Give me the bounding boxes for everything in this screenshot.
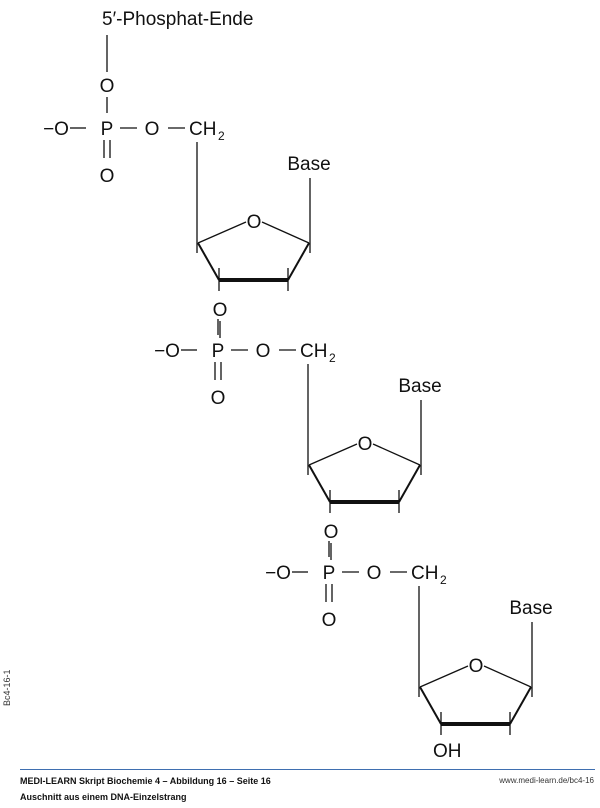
bond bbox=[509, 686, 532, 725]
side-label: Bc4-16-1 bbox=[2, 669, 12, 706]
ring-oxygen: O bbox=[358, 434, 373, 455]
phosphate-o-minus: −O bbox=[43, 119, 69, 140]
bond bbox=[308, 443, 358, 466]
bond bbox=[287, 242, 310, 281]
base-label: Base bbox=[287, 154, 330, 175]
ch2-subscript: 2 bbox=[329, 351, 336, 365]
bond bbox=[483, 665, 532, 688]
ch2-group: CH bbox=[411, 563, 438, 584]
ring-oxygen: O bbox=[469, 656, 484, 677]
phosphate-o-minus: −O bbox=[265, 563, 291, 584]
phosphate-ester-oxygen: O bbox=[145, 119, 160, 140]
phosphate-oxygen-bottom: O bbox=[322, 610, 337, 631]
phosphate-o-minus: −O bbox=[154, 341, 180, 362]
linking-oxygen: O bbox=[324, 522, 339, 543]
bond bbox=[308, 464, 331, 503]
terminal-oh-label: OH bbox=[433, 741, 462, 762]
phosphate-oxygen-bottom: O bbox=[100, 166, 115, 187]
ch2-group: CH bbox=[189, 119, 216, 140]
ch2-subscript: 2 bbox=[440, 573, 447, 587]
ring-oxygen: O bbox=[247, 212, 262, 233]
phosphorus: P bbox=[323, 563, 336, 584]
phosphorus: P bbox=[212, 341, 225, 362]
bond bbox=[398, 464, 421, 503]
phosphate-ester-oxygen: O bbox=[367, 563, 382, 584]
phosphate-ester-oxygen: O bbox=[256, 341, 271, 362]
phosphorus: P bbox=[101, 119, 114, 140]
base-label: Base bbox=[509, 598, 552, 619]
bond bbox=[261, 221, 310, 244]
footer-rule bbox=[20, 769, 595, 770]
ch2-subscript: 2 bbox=[218, 129, 225, 143]
footer-caption: Auschnitt aus einem DNA-Einzelstrang bbox=[20, 792, 187, 802]
linking-oxygen: O bbox=[213, 300, 228, 321]
bond bbox=[372, 443, 421, 466]
bond bbox=[419, 665, 469, 688]
base-label: Base bbox=[398, 376, 441, 397]
phosphate-oxygen-top: O bbox=[100, 76, 115, 97]
bond bbox=[197, 242, 220, 281]
phosphate-oxygen-bottom: O bbox=[211, 388, 226, 409]
ch2-group: CH bbox=[300, 341, 327, 362]
bond bbox=[419, 686, 442, 725]
footer-title: MEDI-LEARN Skript Biochemie 4 – Abbildun… bbox=[20, 776, 271, 786]
five-prime-end-label: 5′-Phosphat-Ende bbox=[102, 9, 253, 30]
bond bbox=[197, 221, 247, 244]
footer-url[interactable]: www.medi-learn.de/bc4-16 bbox=[499, 776, 594, 785]
